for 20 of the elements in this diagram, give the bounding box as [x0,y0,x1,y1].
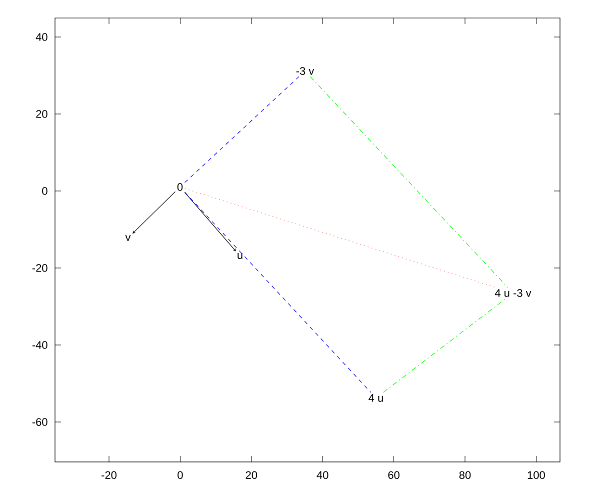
tick-label: 0 [42,187,48,195]
tick-label: 40 [36,33,48,41]
point-label: u [238,253,242,259]
point-label: 4 u [368,394,383,402]
tick-label: 100 [528,471,545,479]
tick-label: 40 [316,471,328,479]
point-label: 0 [177,183,183,191]
point-label: v [125,235,131,241]
tick-label: -40 [32,341,48,349]
tick-label: -60 [32,418,48,426]
tick-label: 0 [178,471,183,479]
tick-label: 60 [388,471,400,479]
tick-label: 80 [459,471,471,479]
point-label: -3 v [296,67,314,75]
tick-label: 20 [246,471,258,479]
tick-label: 20 [36,110,48,118]
tick-label: -20 [32,264,48,272]
vector-arrow [184,192,236,252]
tick-label: -20 [102,471,117,479]
point-label: 4 u -3 v [494,289,532,297]
